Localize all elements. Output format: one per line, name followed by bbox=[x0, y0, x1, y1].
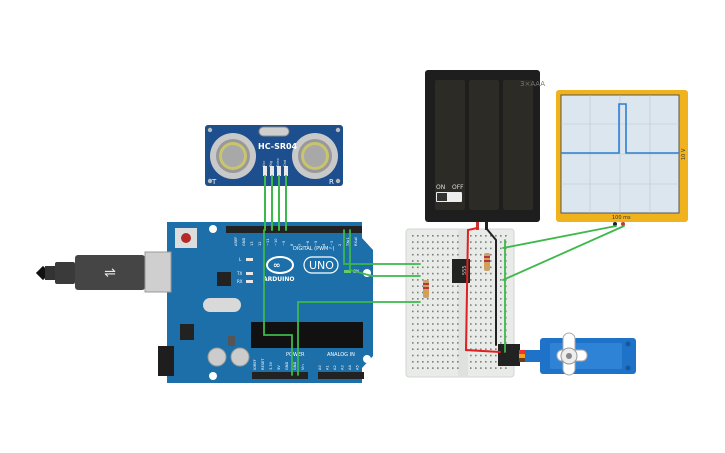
power-pin-label: IOREF bbox=[253, 359, 257, 370]
led-rx-label: RX bbox=[237, 279, 243, 284]
power-pin-label: RESET bbox=[261, 358, 265, 370]
digital-pin-label: ~11 bbox=[266, 238, 270, 246]
sensor-pin-vcc: Vcc bbox=[262, 161, 266, 167]
digital-header bbox=[226, 226, 362, 233]
servo-motor[interactable] bbox=[522, 332, 636, 376]
power-pin-label: GND bbox=[293, 362, 297, 370]
analog-pin-label: A4 bbox=[348, 365, 352, 370]
digital-pin-label: 12 bbox=[258, 241, 262, 246]
sensor-r-mark: R bbox=[329, 178, 334, 186]
resistor-2[interactable] bbox=[484, 253, 490, 271]
power-pin-label: GND bbox=[285, 362, 289, 370]
sensor-t-mark: T bbox=[211, 178, 217, 186]
analog-header bbox=[318, 372, 364, 379]
digital-pin-label: ~5 bbox=[314, 241, 318, 246]
digital-pin-label: ~3 bbox=[330, 241, 334, 246]
resistor-1[interactable] bbox=[423, 280, 429, 298]
power-pin-label: Vin bbox=[301, 364, 305, 370]
digital-pin-label: AREF bbox=[234, 237, 238, 246]
digital-pin-label: RX◂0 bbox=[354, 236, 358, 246]
digital-pin-label: ~10 bbox=[274, 238, 278, 246]
arduino-brand: ARDUINO bbox=[263, 276, 294, 283]
power-header bbox=[252, 372, 308, 379]
digital-pin-label: 8 bbox=[290, 243, 294, 246]
digital-pin-label: TX▸1 bbox=[346, 237, 350, 247]
ultrasonic-sensor[interactable]: HC-SR04 T R Vcc Trig Echo Gnd bbox=[205, 125, 343, 186]
digital-pin-label: 4 bbox=[322, 243, 326, 246]
analog-label: ANALOG IN bbox=[327, 352, 355, 358]
breadboard[interactable] bbox=[405, 228, 515, 378]
digital-pin-label: 13 bbox=[250, 241, 254, 246]
scope-volt-label: 10 V bbox=[681, 148, 687, 160]
scope-time-label: 100 ms bbox=[612, 215, 631, 221]
battery-pack[interactable]: 3×AAA ON OFF bbox=[425, 70, 545, 230]
analog-pin-label: A0 bbox=[318, 365, 322, 370]
digital-pin-label: 7 bbox=[298, 244, 302, 246]
sensor-pin-echo: Echo bbox=[276, 159, 280, 168]
power-pin-label: 5V bbox=[277, 365, 281, 370]
power-label: POWER bbox=[286, 352, 305, 358]
arduino-infinity-icon: ∞ bbox=[273, 261, 281, 271]
led-l-label: L bbox=[239, 257, 242, 262]
power-pin-label: 3.3V bbox=[269, 361, 273, 370]
reset-button[interactable] bbox=[181, 233, 191, 243]
switch-off-label: OFF bbox=[452, 184, 464, 191]
analog-pin-label: A5 bbox=[356, 365, 360, 370]
scope-waveform bbox=[561, 103, 679, 154]
sensor-model-label: HC-SR04 bbox=[258, 142, 298, 151]
sensor-pin-gnd: Gnd bbox=[283, 160, 287, 167]
servo-connector[interactable] bbox=[498, 344, 525, 366]
arduino-model: UNO bbox=[309, 259, 334, 272]
switch-on-label: ON bbox=[436, 184, 445, 191]
sensor-pin-trig: Trig bbox=[269, 161, 273, 168]
digital-pin-label: GND bbox=[242, 238, 246, 246]
wires[interactable] bbox=[263, 175, 625, 376]
analog-pin-label: A3 bbox=[341, 365, 345, 370]
ic-555[interactable]: 555 bbox=[452, 259, 470, 283]
usb-icon: ⇌ bbox=[104, 265, 116, 281]
digital-pin-label: 2 bbox=[338, 244, 342, 246]
analog-pin-label: A1 bbox=[326, 365, 330, 370]
digital-header-label: DIGITAL (PWM~) bbox=[293, 246, 335, 252]
oscilloscope[interactable]: 100 ms 10 V bbox=[556, 90, 688, 226]
digital-pin-label: ~9 bbox=[282, 240, 286, 246]
led-tx-label: TX bbox=[236, 271, 242, 276]
battery-label: 3×AAA bbox=[520, 80, 545, 88]
digital-pin-label: ~6 bbox=[306, 240, 310, 246]
ic-label: 555 bbox=[462, 265, 468, 275]
analog-pin-label: A2 bbox=[333, 365, 337, 370]
